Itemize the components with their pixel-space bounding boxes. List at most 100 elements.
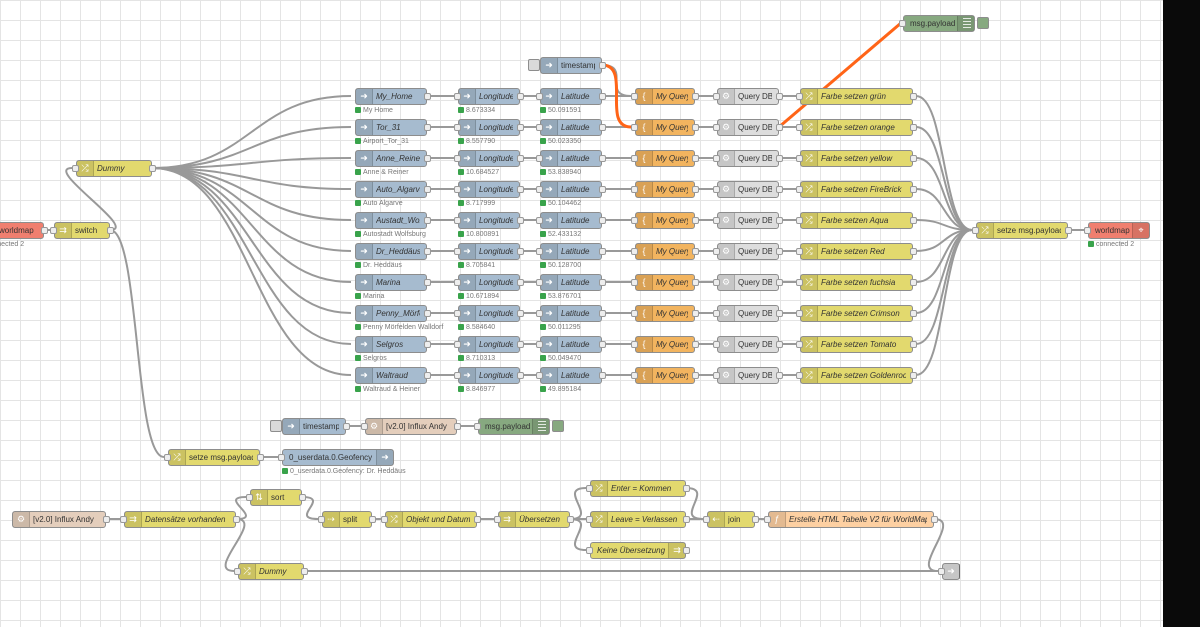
query-db-node-output-port[interactable] <box>776 124 783 131</box>
change-color-node[interactable]: ⤮Farbe setzen Crimson <box>800 305 913 322</box>
wire[interactable] <box>915 157 973 231</box>
location-node-output-port[interactable] <box>424 310 431 317</box>
influx-node-input-port[interactable] <box>361 423 368 430</box>
longitude-node[interactable]: ➜Longitude <box>458 119 520 136</box>
latitude-node[interactable]: ➜Latitude <box>540 243 602 260</box>
worldmap-in-node[interactable]: ⌖worldmap <box>0 222 44 239</box>
my-query-node-output-port[interactable] <box>692 93 699 100</box>
join-node[interactable]: ⇠join <box>707 511 755 528</box>
location-node[interactable]: ➜Anne_Reiner <box>355 150 427 167</box>
change-color-node-input-port[interactable] <box>796 186 803 193</box>
change-color-node-input-port[interactable] <box>796 310 803 317</box>
longitude-node-output-port[interactable] <box>517 186 524 193</box>
my-query-node-output-port[interactable] <box>692 186 699 193</box>
worldmap-out-node-input-port[interactable] <box>1084 227 1091 234</box>
my-query-node-input-port[interactable] <box>631 124 638 131</box>
latitude-node-output-port[interactable] <box>599 155 606 162</box>
latitude-node[interactable]: ➜Latitude <box>540 274 602 291</box>
query-db-node[interactable]: ⚙Query DB <box>717 119 779 136</box>
dummy-bottom-node-input-port[interactable] <box>234 568 241 575</box>
change-color-node-input-port[interactable] <box>796 248 803 255</box>
setze-payload-node[interactable]: ⤮setze msg.payload <box>976 222 1068 239</box>
latitude-node-input-port[interactable] <box>536 93 543 100</box>
my-query-node[interactable]: {My Query <box>635 305 695 322</box>
query-db-node-input-port[interactable] <box>713 217 720 224</box>
location-node-output-port[interactable] <box>424 248 431 255</box>
worldmap-in-node-output-port[interactable] <box>41 227 48 234</box>
location-node[interactable]: ➜Auto_Algarve <box>355 181 427 198</box>
sort-node[interactable]: ⇅sort <box>250 489 302 506</box>
location-node[interactable]: ➜Marina <box>355 274 427 291</box>
longitude-node[interactable]: ➜Longitude <box>458 243 520 260</box>
my-query-node-output-port[interactable] <box>692 279 699 286</box>
latitude-node[interactable]: ➜Latitude <box>540 119 602 136</box>
inject-trigger-button[interactable] <box>528 59 540 71</box>
location-node-output-port[interactable] <box>424 217 431 224</box>
wire[interactable] <box>151 167 352 283</box>
location-node[interactable]: ➜Tor_31 <box>355 119 427 136</box>
query-db-node[interactable]: ⚙Query DB <box>717 212 779 229</box>
datensaetze-node[interactable]: ⇉Datensätze vorhanden <box>124 511 236 528</box>
setze-payload-node-input-port[interactable] <box>972 227 979 234</box>
location-node-output-port[interactable] <box>424 186 431 193</box>
enter-node-input-port[interactable] <box>586 485 593 492</box>
longitude-node-input-port[interactable] <box>454 217 461 224</box>
my-query-node-output-port[interactable] <box>692 310 699 317</box>
sort-node-output-port[interactable] <box>299 494 306 501</box>
debug2-node-input-port[interactable] <box>474 423 481 430</box>
latitude-node-input-port[interactable] <box>536 372 543 379</box>
latitude-node-output-port[interactable] <box>599 217 606 224</box>
wire[interactable] <box>601 63 632 129</box>
join-node-input-port[interactable] <box>703 516 710 523</box>
dummy-node-output-port[interactable] <box>149 165 156 172</box>
wire[interactable] <box>151 126 352 169</box>
wire[interactable] <box>235 496 247 520</box>
my-query-node[interactable]: {My Query <box>635 150 695 167</box>
location-node[interactable]: ➜Austadt_Wolfsburg <box>355 212 427 229</box>
erstelle-node-input-port[interactable] <box>764 516 771 523</box>
longitude-node[interactable]: ➜Longitude <box>458 181 520 198</box>
change-color-node[interactable]: ⤮Farbe setzen Goldenrod <box>800 367 913 384</box>
change-color-node[interactable]: ⤮Farbe setzen Red <box>800 243 913 260</box>
my-query-node-output-port[interactable] <box>692 341 699 348</box>
debug2-toggle-button[interactable] <box>552 420 564 432</box>
keine-node[interactable]: ⇉Keine Übersetzung <box>590 542 686 559</box>
my-query-node[interactable]: {My Query <box>635 243 695 260</box>
query-db-node[interactable]: ⚙Query DB <box>717 243 779 260</box>
my-query-node[interactable]: {My Query <box>635 336 695 353</box>
change-color-node-output-port[interactable] <box>910 124 917 131</box>
my-query-node-input-port[interactable] <box>631 310 638 317</box>
my-query-node-input-port[interactable] <box>631 279 638 286</box>
uebersetzen-node-output-port[interactable] <box>567 516 574 523</box>
longitude-node-input-port[interactable] <box>454 341 461 348</box>
split-node[interactable]: ⇢split <box>322 511 372 528</box>
longitude-node-output-port[interactable] <box>517 279 524 286</box>
my-query-node-output-port[interactable] <box>692 124 699 131</box>
query-db-node-input-port[interactable] <box>713 93 720 100</box>
geofency-node-input-port[interactable] <box>278 454 285 461</box>
wire[interactable] <box>915 188 973 231</box>
wire[interactable] <box>224 518 246 572</box>
link-out-node-input-port[interactable] <box>938 568 945 575</box>
latitude-node-output-port[interactable] <box>599 186 606 193</box>
uebersetzen-node[interactable]: ⇉Übersetzen <box>498 511 570 528</box>
location-node[interactable]: ➜My_Home <box>355 88 427 105</box>
latitude-node-input-port[interactable] <box>536 279 543 286</box>
leave-node-output-port[interactable] <box>683 516 690 523</box>
latitude-node-input-port[interactable] <box>536 310 543 317</box>
wire[interactable] <box>569 518 587 551</box>
change-color-node[interactable]: ⤮Farbe setzen yellow <box>800 150 913 167</box>
longitude-node-input-port[interactable] <box>454 279 461 286</box>
latitude-node[interactable]: ➜Latitude <box>540 181 602 198</box>
setze-payload2-node[interactable]: ⤮setze msg.payload <box>168 449 260 466</box>
wire[interactable] <box>65 167 117 231</box>
query-db-node[interactable]: ⚙Query DB <box>717 305 779 322</box>
change-color-node[interactable]: ⤮Farbe setzen Aqua <box>800 212 913 229</box>
query-db-node-output-port[interactable] <box>776 155 783 162</box>
query-db-node-output-port[interactable] <box>776 372 783 379</box>
longitude-node-input-port[interactable] <box>454 155 461 162</box>
wire[interactable] <box>151 157 352 169</box>
change-color-node[interactable]: ⤮Farbe setzen grün <box>800 88 913 105</box>
debug-top-node[interactable]: msg.payload <box>903 15 975 32</box>
